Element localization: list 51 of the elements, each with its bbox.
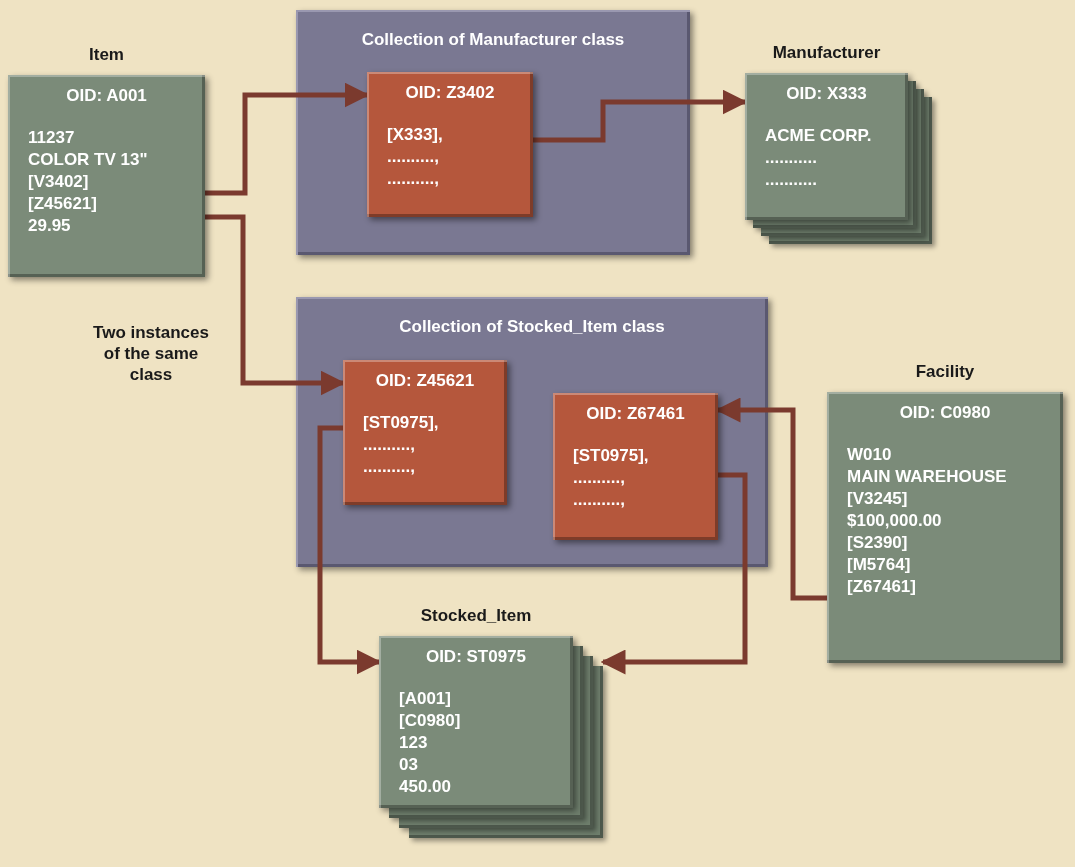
attribute-value: [ST0975], [363, 412, 439, 434]
object-id: OID: A001 [65, 85, 148, 107]
arrow [317, 425, 382, 675]
object-title: Facility [914, 362, 976, 382]
attribute-value: [Z67461] [847, 576, 916, 598]
object-title: Manufacturer [771, 43, 882, 63]
attribute-value: $100,000.00 [847, 510, 942, 532]
attribute-value: [M5764] [847, 554, 911, 576]
attribute-value: 29.95 [28, 215, 71, 237]
attribute-value: 11237 [28, 127, 75, 149]
attribute-value: [V3245] [847, 488, 908, 510]
attribute-value: [C0980] [399, 710, 461, 732]
attribute-value: [Z45621] [28, 193, 97, 215]
object-id: OID: Z3402 [404, 82, 496, 104]
attribute-value: [A001] [399, 688, 451, 710]
attribute-value: MAIN WAREHOUSE [847, 466, 1007, 488]
object-id: OID: Z45621 [374, 370, 476, 392]
attribute-value: COLOR TV 13" [28, 149, 148, 171]
attribute-value: .........., [363, 456, 415, 478]
panel-title: Collection of Manufacturer class [360, 30, 626, 50]
collection-panel [296, 297, 768, 567]
attribute-value: [V3402] [28, 171, 89, 193]
collection-panel [296, 10, 690, 255]
object-title: Stocked_Item [419, 606, 533, 626]
attribute-value: ........... [765, 147, 817, 169]
object-id: OID: ST0975 [424, 646, 528, 668]
attribute-value: [S2390] [847, 532, 908, 554]
arrow [715, 397, 827, 601]
attribute-value: [X333], [387, 124, 443, 146]
annotation-note: Two instances of the same class [92, 322, 210, 385]
attribute-value: ........... [765, 169, 817, 191]
attribute-value: W010 [847, 444, 892, 466]
object-id: OID: Z67461 [585, 403, 686, 425]
attribute-value: 03 [399, 754, 418, 776]
attribute-value: 123 [399, 732, 428, 754]
attribute-value: 450.00 [399, 776, 451, 798]
attribute-value: ACME CORP. [765, 125, 872, 147]
panel-title: Collection of Stocked_Item class [398, 317, 666, 337]
attribute-value: .........., [387, 146, 439, 168]
object-id: OID: C0980 [898, 402, 992, 424]
object-title: Item [88, 45, 125, 65]
object-id: OID: X333 [785, 83, 868, 105]
arrow [533, 89, 748, 143]
attribute-value: .........., [573, 467, 625, 489]
arrow [600, 472, 748, 675]
arrow [205, 82, 370, 196]
attribute-value: .........., [573, 489, 625, 511]
arrow [205, 214, 346, 396]
attribute-value: .........., [363, 434, 415, 456]
attribute-value: [ST0975], [573, 445, 649, 467]
attribute-value: .........., [387, 168, 439, 190]
